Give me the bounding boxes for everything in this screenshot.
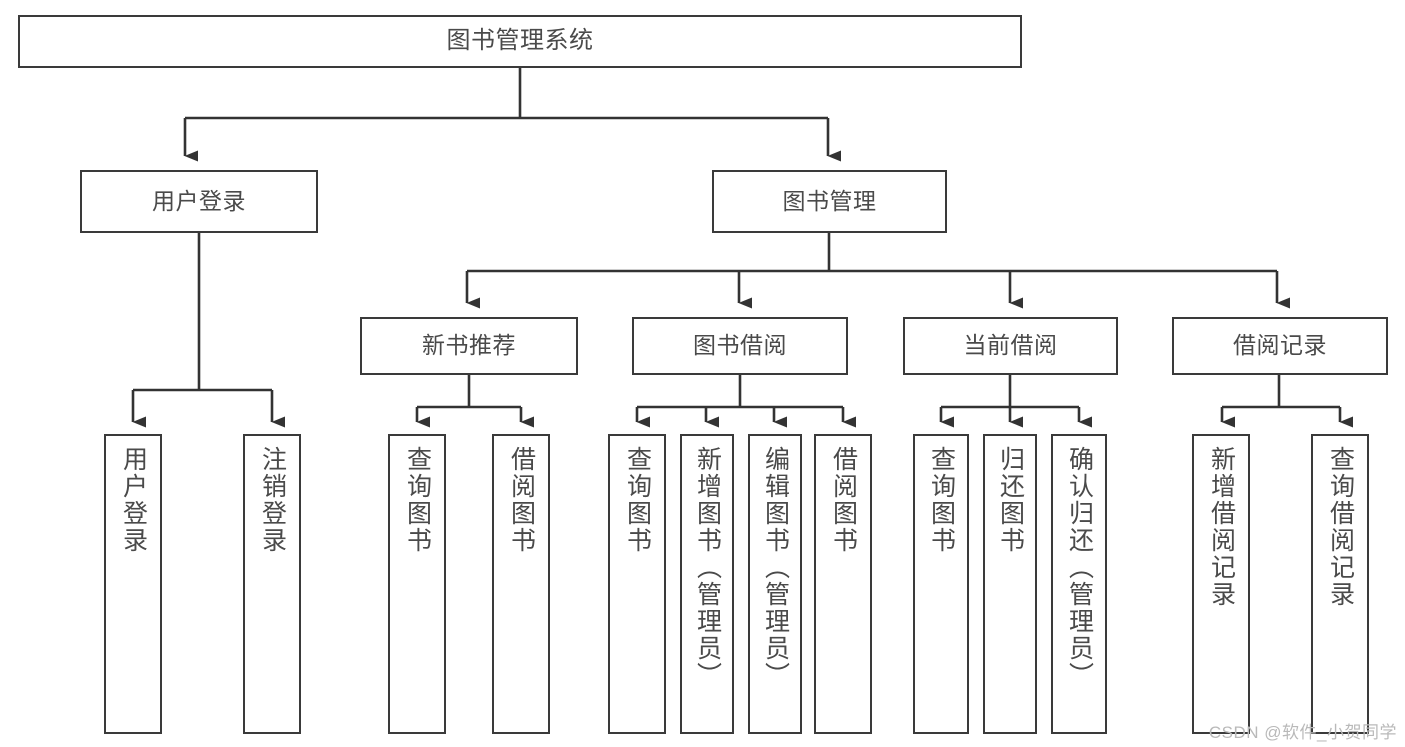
node-label: 图书管理 xyxy=(782,187,877,214)
leaf-edit-book-admin[interactable]: 编辑图书（管理员） xyxy=(748,434,802,734)
node-label: 新书推荐 xyxy=(422,332,516,359)
watermark-text: CSDN @软件_小贺同学 xyxy=(1208,723,1397,742)
leaf-add-borrow-record[interactable]: 新增借阅记录 xyxy=(1192,434,1250,734)
leaf-query-book[interactable]: 查询图书 xyxy=(608,434,666,734)
leaf-logout[interactable]: 注销登录 xyxy=(243,434,301,734)
leaf-label: 查询图书 xyxy=(623,446,652,554)
leaf-label: 注销登录 xyxy=(258,446,287,554)
node-label: 图书借阅 xyxy=(693,332,787,359)
leaf-label: 编辑图书（管理员） xyxy=(761,446,790,689)
leaf-borrow-book-recommend[interactable]: 借阅图书 xyxy=(492,434,550,734)
leaf-label: 确认归还（管理员） xyxy=(1065,446,1094,689)
node-label: 图书管理系统 xyxy=(446,27,594,55)
node-borrow-record[interactable]: 借阅记录 xyxy=(1172,317,1388,375)
node-book-management[interactable]: 图书管理 xyxy=(712,170,947,233)
leaf-borrow-book[interactable]: 借阅图书 xyxy=(814,434,872,734)
leaf-return-book[interactable]: 归还图书 xyxy=(983,434,1037,734)
leaf-add-book-admin[interactable]: 新增图书（管理员） xyxy=(680,434,734,734)
leaf-label: 查询图书 xyxy=(927,446,956,554)
leaf-label: 用户登录 xyxy=(119,446,148,554)
node-label: 当前借阅 xyxy=(963,332,1058,359)
node-current-borrow[interactable]: 当前借阅 xyxy=(903,317,1118,375)
leaf-label: 归还图书 xyxy=(996,446,1025,554)
leaf-label: 新增借阅记录 xyxy=(1207,446,1236,608)
leaf-query-book-current[interactable]: 查询图书 xyxy=(913,434,969,734)
leaf-confirm-return-admin[interactable]: 确认归还（管理员） xyxy=(1051,434,1107,734)
leaf-label: 借阅图书 xyxy=(829,446,858,554)
node-book-borrow[interactable]: 图书借阅 xyxy=(632,317,848,375)
leaf-query-book-recommend[interactable]: 查询图书 xyxy=(388,434,446,734)
leaf-user-login[interactable]: 用户登录 xyxy=(104,434,162,734)
node-new-book-recommend[interactable]: 新书推荐 xyxy=(360,317,578,375)
node-user-login[interactable]: 用户登录 xyxy=(80,170,318,233)
node-label: 用户登录 xyxy=(152,187,246,214)
leaf-label: 借阅图书 xyxy=(507,446,536,554)
node-label: 借阅记录 xyxy=(1233,332,1327,359)
leaf-query-borrow-record[interactable]: 查询借阅记录 xyxy=(1311,434,1369,734)
node-book-management-system[interactable]: 图书管理系统 xyxy=(18,15,1022,68)
leaf-label: 查询图书 xyxy=(403,446,432,554)
leaf-label: 新增图书（管理员） xyxy=(693,446,722,689)
leaf-label: 查询借阅记录 xyxy=(1326,446,1355,608)
